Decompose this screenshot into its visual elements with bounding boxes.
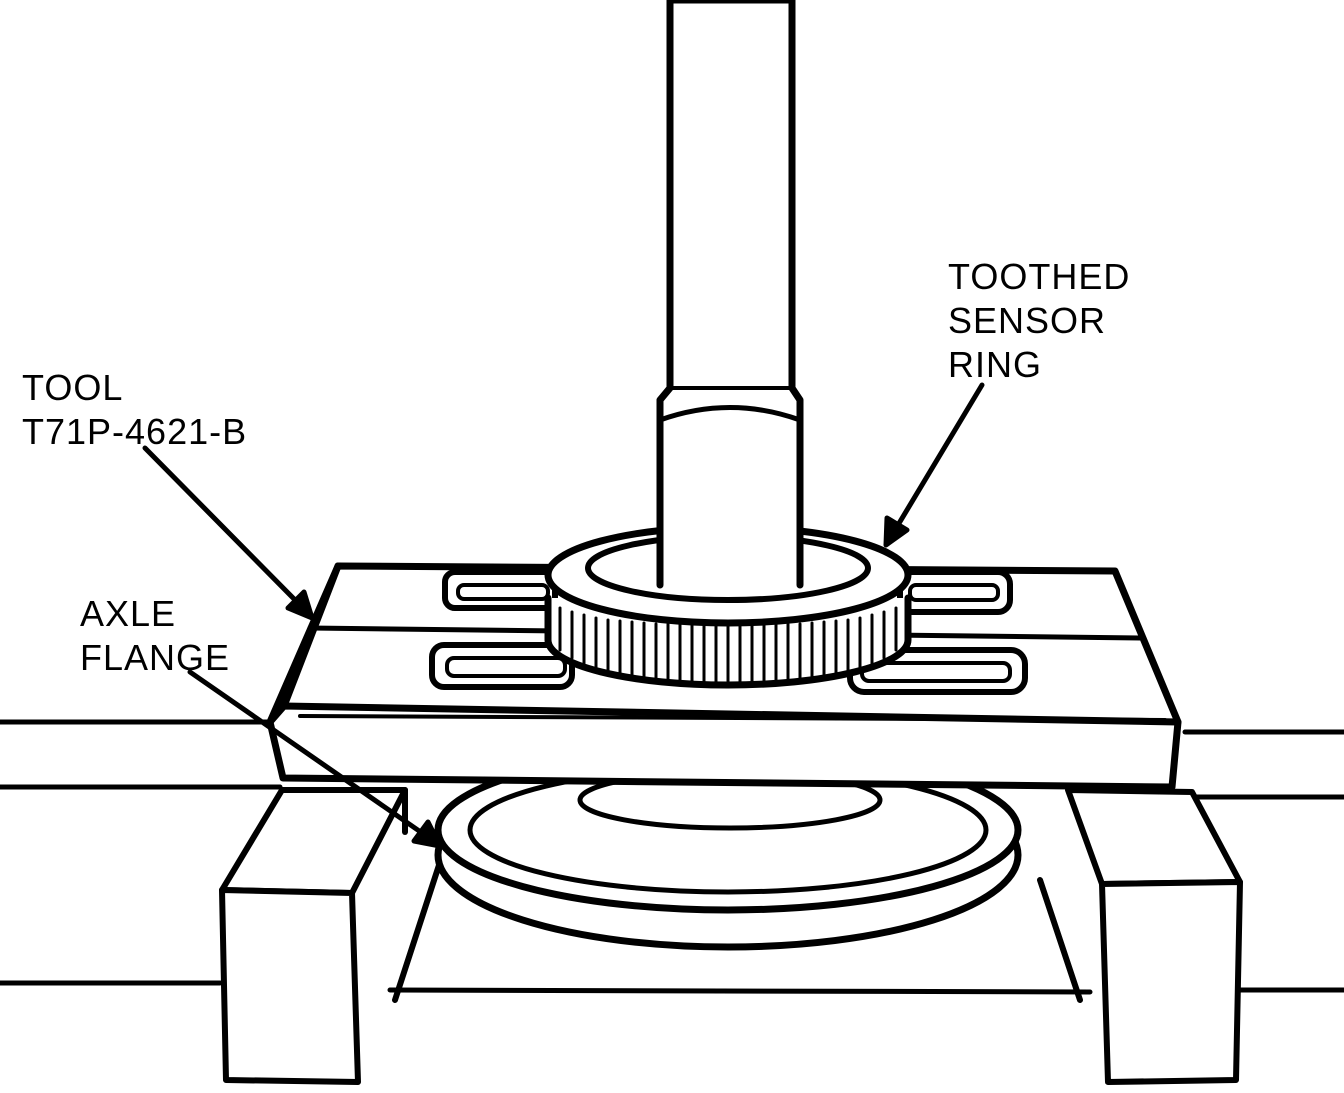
- axle-flange-label-line2: FLANGE: [80, 637, 231, 678]
- press-ram: [656, 0, 804, 589]
- toothed-sensor-ring-label-line2: SENSOR: [948, 300, 1107, 341]
- left-support-block: [219, 787, 443, 1085]
- arrow-head-tool: [285, 589, 315, 621]
- axle-flange-label: AXLE FLANGE: [80, 592, 230, 680]
- toothed-sensor-ring-label-line1: TOOTHED: [948, 256, 1131, 297]
- arrow-head-axle-flange: [411, 819, 443, 849]
- toothed-sensor-ring-label: TOOTHED SENSOR RING: [948, 255, 1130, 387]
- sensor-ring-teeth: [558, 606, 898, 687]
- tool-label-line1: TOOL: [22, 367, 124, 408]
- tool-plate-slots: [429, 569, 1028, 695]
- leader-arrows: [142, 382, 985, 849]
- tool-label-line2: T71P-4621-B: [22, 411, 248, 452]
- tool-label: TOOL T71P-4621-B: [22, 366, 247, 454]
- arrow-head-sensor-ring: [883, 515, 910, 548]
- bench-lines: [0, 719, 1344, 993]
- axle-flange-label-line1: AXLE: [80, 593, 177, 634]
- right-support-block: [1037, 787, 1243, 1085]
- toothed-sensor-ring-label-line3: RING: [948, 344, 1042, 385]
- floor-line: [387, 987, 1093, 995]
